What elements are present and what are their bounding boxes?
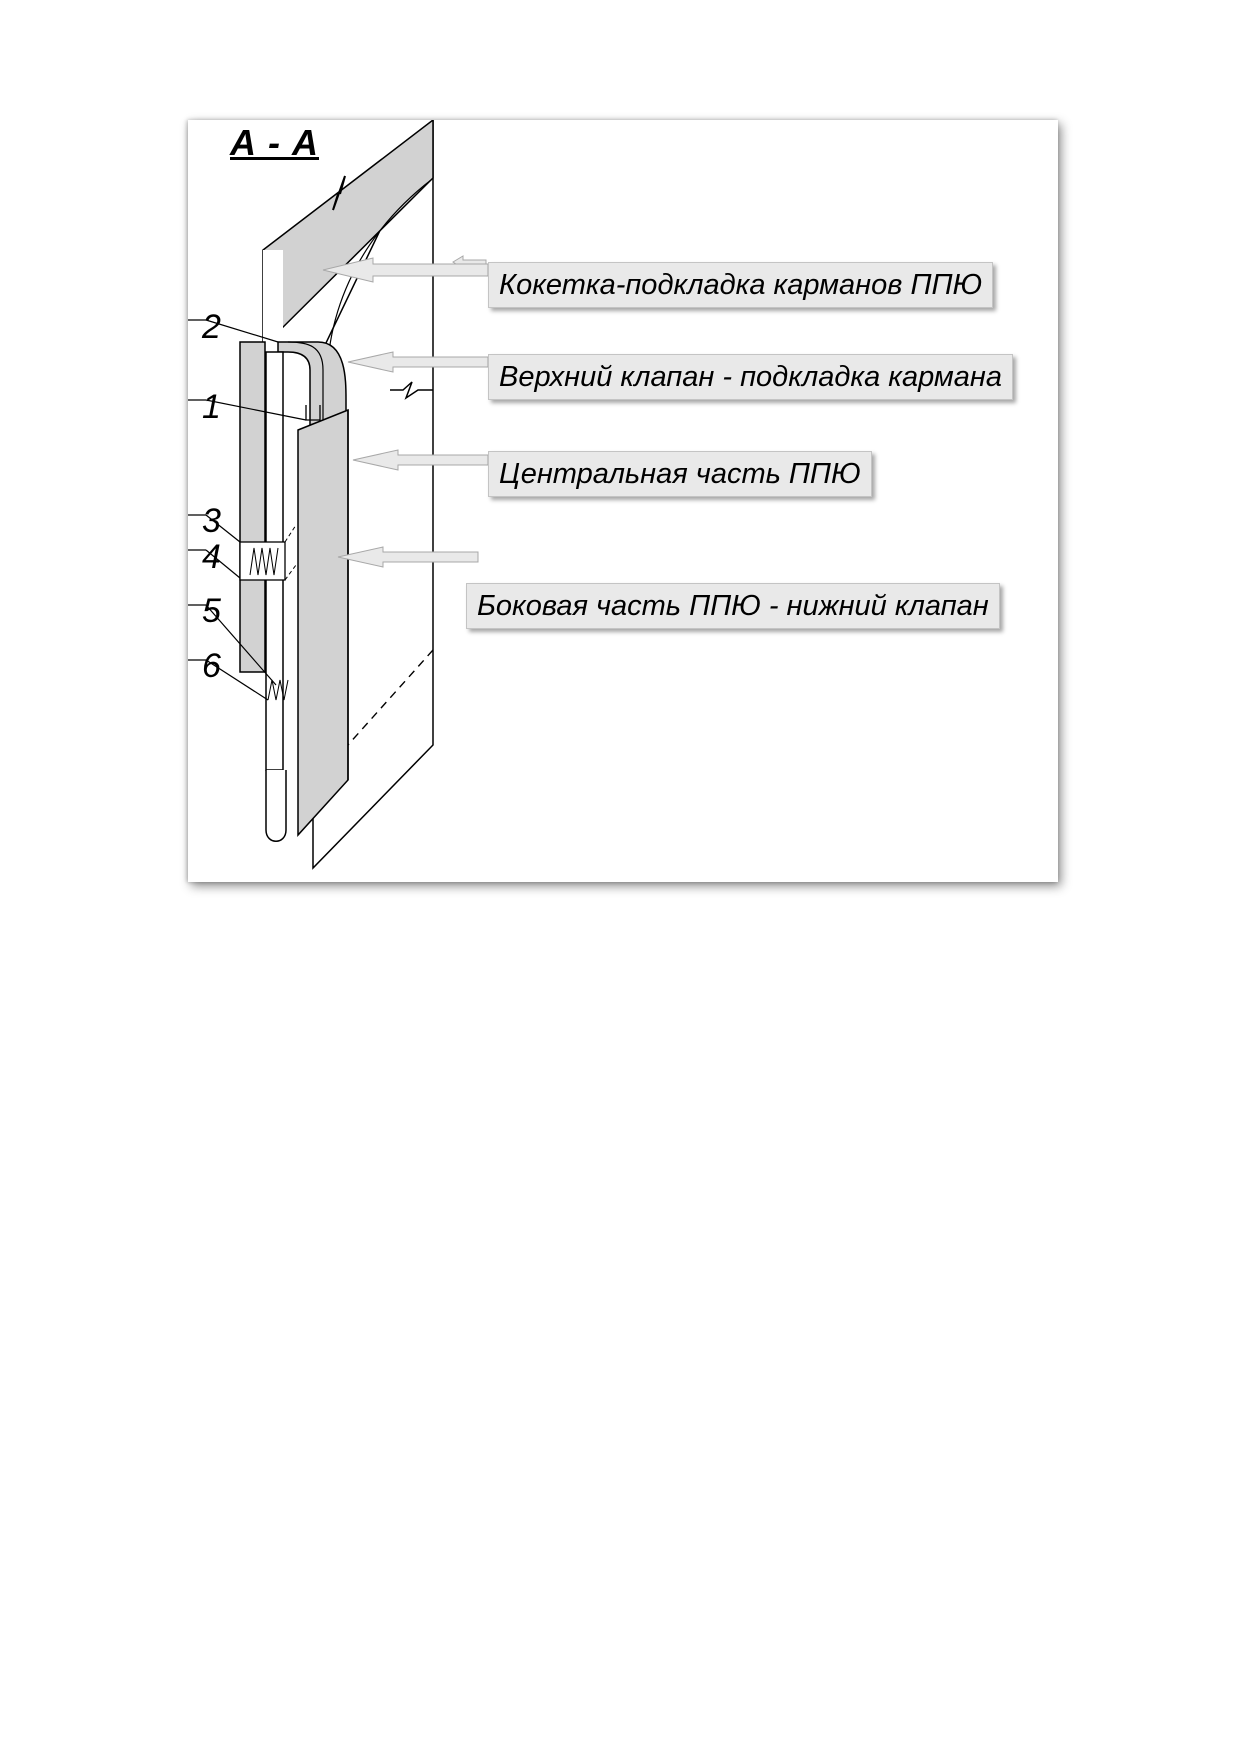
break-mark-right xyxy=(390,381,433,400)
label-number-3: 3 xyxy=(202,502,221,540)
lower-flap xyxy=(297,408,349,837)
label-number-6: 6 xyxy=(202,647,221,685)
arrow-lower-flap xyxy=(337,546,479,568)
zigzag-seam-5-6 xyxy=(267,679,289,701)
callout-yoke-lining: Кокетка-подкладка карманов ППЮ xyxy=(488,262,994,308)
label-number-4: 4 xyxy=(202,538,221,576)
label-number-1: 1 xyxy=(202,388,221,426)
yoke-vertical xyxy=(239,341,266,673)
zigzag-seam-3-4 xyxy=(249,547,279,576)
callout-central-part: Центральная часть ППЮ xyxy=(488,451,872,497)
label-number-5: 5 xyxy=(202,592,221,630)
break-mark-top xyxy=(332,175,346,211)
seam-1 xyxy=(305,405,321,421)
callout-side-part: Боковая часть ППЮ - нижний клапан xyxy=(466,583,1000,629)
section-diagram xyxy=(188,120,489,870)
label-number-2: 2 xyxy=(202,308,221,346)
upper-flap xyxy=(277,341,347,426)
section-title: А - А xyxy=(230,122,319,163)
bottom-hem xyxy=(265,770,287,842)
section-drawing: А - А 2 1 3 4 5 6 Кокетка-подкладка карм… xyxy=(188,120,1058,882)
callout-upper-flap: Верхний клапан - подкладка кармана xyxy=(488,354,1013,400)
